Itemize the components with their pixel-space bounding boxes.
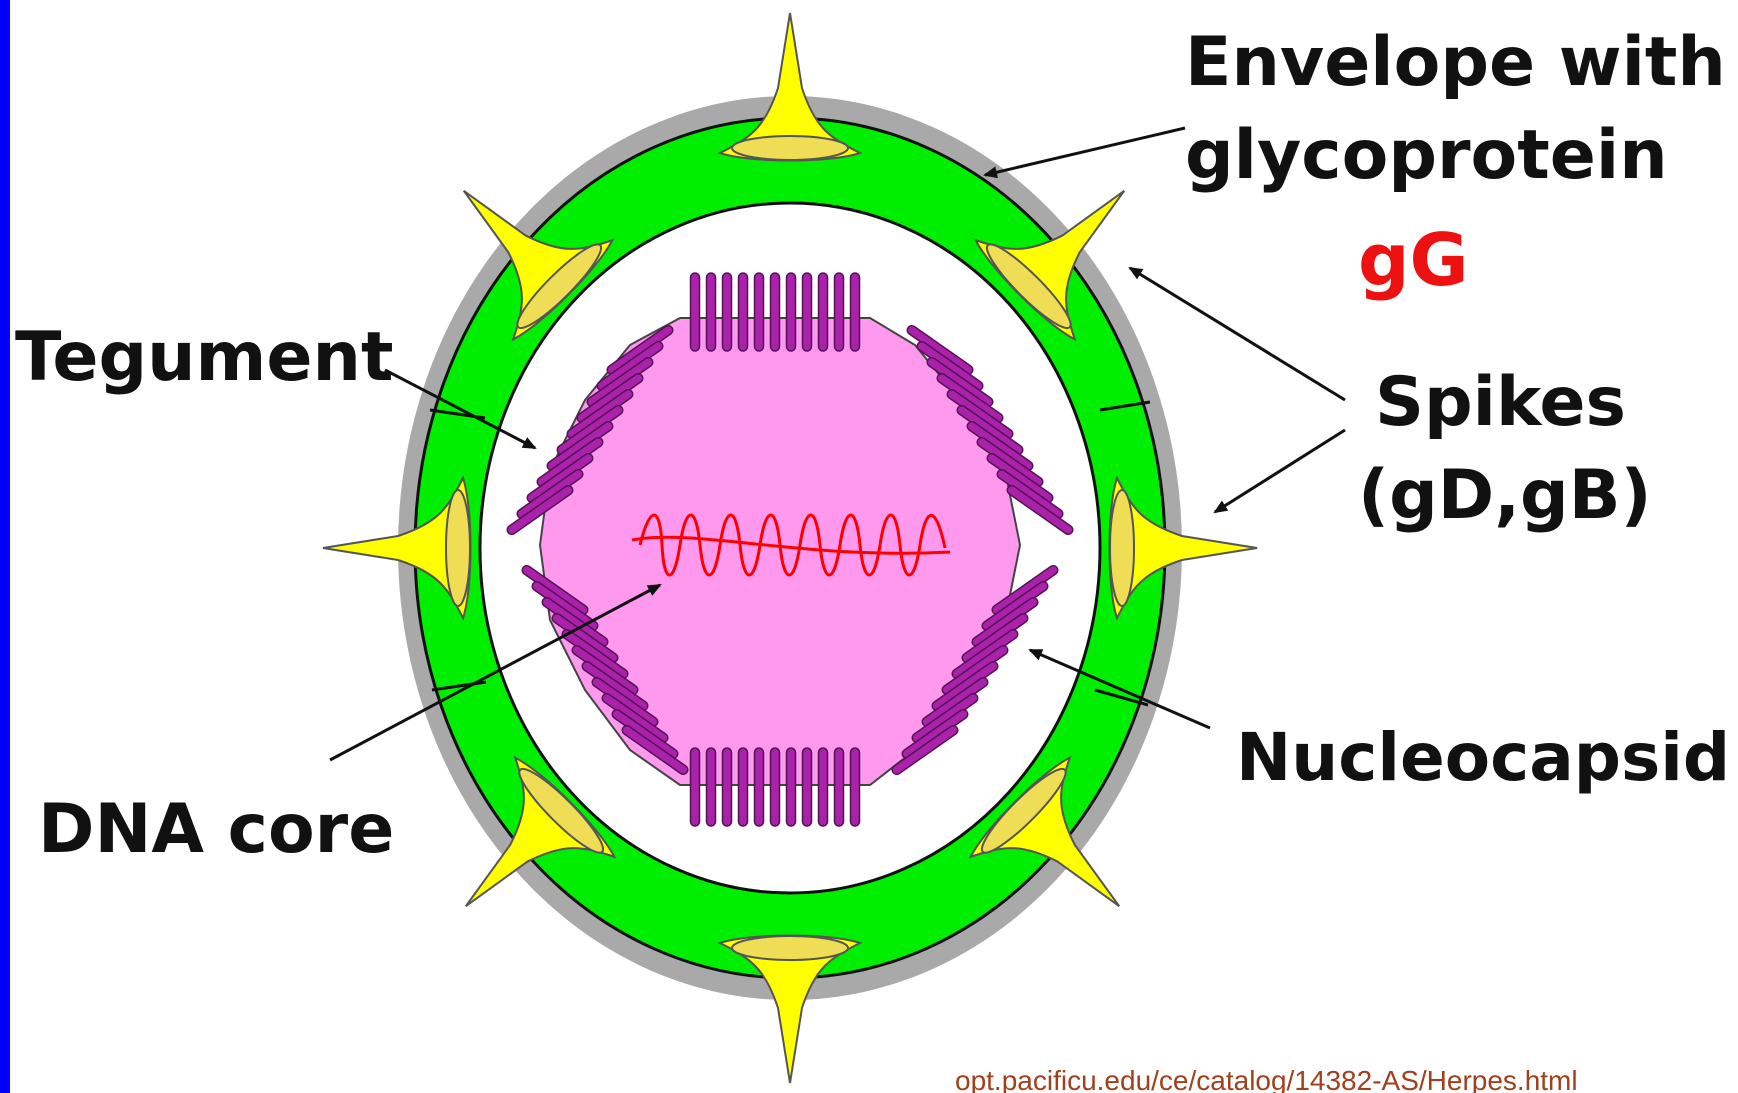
capsomere bbox=[707, 748, 716, 826]
capsomere bbox=[723, 273, 732, 351]
capsomere bbox=[755, 273, 764, 351]
capsomere bbox=[771, 748, 780, 826]
spikes-arrow-upper bbox=[1130, 268, 1345, 400]
capsomere bbox=[755, 748, 764, 826]
source-url: opt.pacificu.edu/ce/catalog/14382-AS/Her… bbox=[955, 1065, 1578, 1093]
capsomere bbox=[819, 273, 828, 351]
label-spikes-line1: Spikes bbox=[1375, 363, 1626, 442]
label-dna-core: DNA core bbox=[38, 790, 394, 869]
capsomere bbox=[771, 273, 780, 351]
capsomere bbox=[787, 748, 796, 826]
capsomere bbox=[723, 748, 732, 826]
capsomere bbox=[707, 273, 716, 351]
label-envelope-line2: glycoprotein bbox=[1185, 116, 1668, 195]
capsomere bbox=[691, 748, 700, 826]
label-spikes-line2: (gD,gB) bbox=[1358, 456, 1652, 535]
capsomere bbox=[739, 748, 748, 826]
capsomere bbox=[819, 748, 828, 826]
label-nucleocapsid: Nucleocapsid bbox=[1236, 719, 1730, 796]
capsomere bbox=[835, 273, 844, 351]
capsomere bbox=[691, 273, 700, 351]
capsomere bbox=[803, 273, 812, 351]
capsomere bbox=[851, 273, 860, 351]
capsomere bbox=[787, 273, 796, 351]
spikes-arrow-lower bbox=[1215, 430, 1345, 512]
capsomere bbox=[739, 273, 748, 351]
capsomere bbox=[851, 748, 860, 826]
label-envelope-line1: Envelope with bbox=[1185, 23, 1726, 102]
envelope-arrow bbox=[985, 128, 1185, 175]
label-gG: gG bbox=[1358, 218, 1469, 302]
capsomere bbox=[835, 748, 844, 826]
label-tegument: Tegument bbox=[15, 318, 393, 397]
capsomere bbox=[803, 748, 812, 826]
